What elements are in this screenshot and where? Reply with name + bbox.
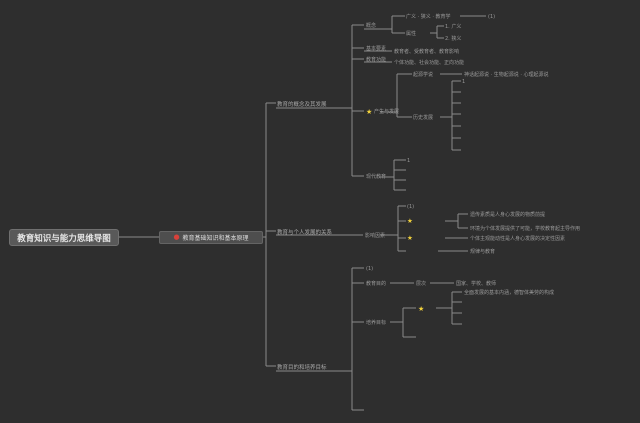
root-node[interactable]: 教育知识与能力思维导图 — [9, 229, 119, 246]
leaf-factors-2a: 个体主观能动性是人身心发展的决定性因素 — [470, 235, 565, 242]
node-concept[interactable]: 概念 — [366, 22, 376, 29]
node-modern-education[interactable]: 现代教育 — [366, 173, 386, 180]
leaf-attr-1: 1. 广义 — [445, 23, 461, 30]
star-icon: ★ — [366, 108, 372, 116]
leaf-modern-1: 1 — [407, 158, 410, 164]
node-basic-elements[interactable]: 基本要素 — [366, 45, 386, 52]
node-factors[interactable]: 影响因素 — [365, 232, 385, 239]
leaf-basic-elements: 教育者、受教育者、教育影响 — [394, 48, 459, 55]
leaf-purpose-0: (1) — [366, 266, 373, 272]
leaf-purpose-level-detail: 国家、学校、教师 — [456, 280, 496, 287]
node-history[interactable]: 历史发展 — [413, 114, 433, 121]
node-attribute[interactable]: 属性 — [406, 30, 416, 37]
leaf-concept-c: (1) — [488, 14, 495, 20]
leaf-history-1: 1 — [462, 79, 465, 85]
level1-node[interactable]: ● 教育基础知识和基本原理 — [159, 231, 263, 244]
star-icon: ★ — [407, 217, 413, 225]
node-goal[interactable]: 培养目标 — [366, 319, 386, 326]
leaf-goal-1: 全面发展的基本内涵，德智体美劳的构成 — [464, 289, 554, 296]
star-icon: ★ — [418, 305, 424, 313]
node-functions[interactable]: 教育功能 — [366, 56, 386, 63]
leaf-factors-2b: 规律与教育 — [470, 248, 495, 255]
leaf-concept-detail: 广义 · 狭义 · 教育学 — [406, 13, 451, 20]
star-icon: ★ — [407, 234, 413, 242]
branch-2-label[interactable]: 教育与个人发展的关系 — [277, 228, 333, 236]
root-title: 教育知识与能力思维导图 — [17, 233, 111, 244]
node-purpose[interactable]: 教育目的 — [366, 280, 386, 287]
leaf-purpose-level: 层次 — [416, 280, 426, 287]
level1-label: 教育基础知识和基本原理 — [182, 235, 249, 242]
branch-3-label[interactable]: 教育目的和培养目标 — [277, 363, 327, 371]
red-pin-icon: ● — [173, 233, 180, 241]
branch-1-label[interactable]: 教育的概念及其发展 — [277, 100, 327, 108]
leaf-factors-1a: 遗传素质是人身心发展的物质前提 — [470, 211, 545, 218]
node-origin-development[interactable]: 产生与发展 — [374, 108, 399, 115]
leaf-functions: 个体功能、社会功能、正向功能 — [394, 59, 464, 66]
leaf-factors-1: (1) — [407, 204, 414, 210]
node-origin[interactable]: 起源学说 — [413, 71, 433, 78]
leaf-origin: 神话起源说 · 生物起源说 · 心理起源说 — [464, 71, 549, 78]
leaf-attr-2: 2. 狭义 — [445, 35, 461, 42]
leaf-factors-1b: 环境为个体发展提供了可能，学校教育起主导作用 — [470, 225, 580, 232]
